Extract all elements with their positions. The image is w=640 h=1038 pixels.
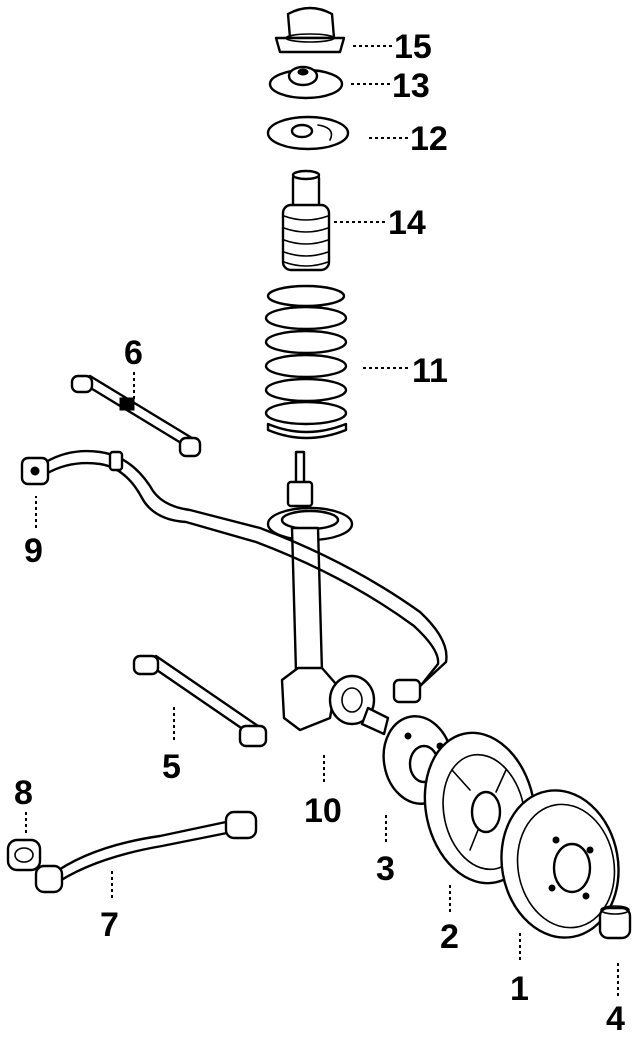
- brake-drum: [500, 789, 620, 939]
- callout-14: 14: [388, 204, 426, 242]
- bump-stop-boot: [281, 169, 331, 272]
- callout-1: 1: [510, 970, 529, 1008]
- callout-13: 13: [392, 67, 430, 105]
- stabilizer-bar: [20, 449, 448, 704]
- callout-3: 3: [376, 850, 395, 888]
- callout-10: 10: [304, 792, 342, 830]
- hub-cap: [598, 905, 632, 940]
- callout-5: 5: [162, 748, 181, 786]
- trailing-arm: [34, 810, 258, 894]
- callout-6: 6: [124, 334, 143, 372]
- upper-mount-plate: [268, 65, 344, 100]
- callout-12: 12: [410, 120, 448, 158]
- leader-lines: [25, 45, 619, 996]
- upper-control-arm: [70, 374, 202, 458]
- callout-4: 4: [606, 1000, 625, 1038]
- upper-spring-seat: [266, 115, 350, 151]
- trailing-arm-bushing: [6, 838, 42, 872]
- lower-control-arm: [132, 654, 268, 748]
- strut-mount-cap: [274, 6, 346, 54]
- callout-2: 2: [440, 918, 459, 956]
- callout-7: 7: [100, 906, 119, 944]
- callout-8: 8: [14, 774, 33, 812]
- callout-11: 11: [412, 352, 448, 390]
- callout-15: 15: [394, 28, 432, 66]
- coil-spring: [264, 284, 348, 440]
- shock-absorber-strut: [266, 450, 390, 736]
- callout-9: 9: [24, 532, 43, 570]
